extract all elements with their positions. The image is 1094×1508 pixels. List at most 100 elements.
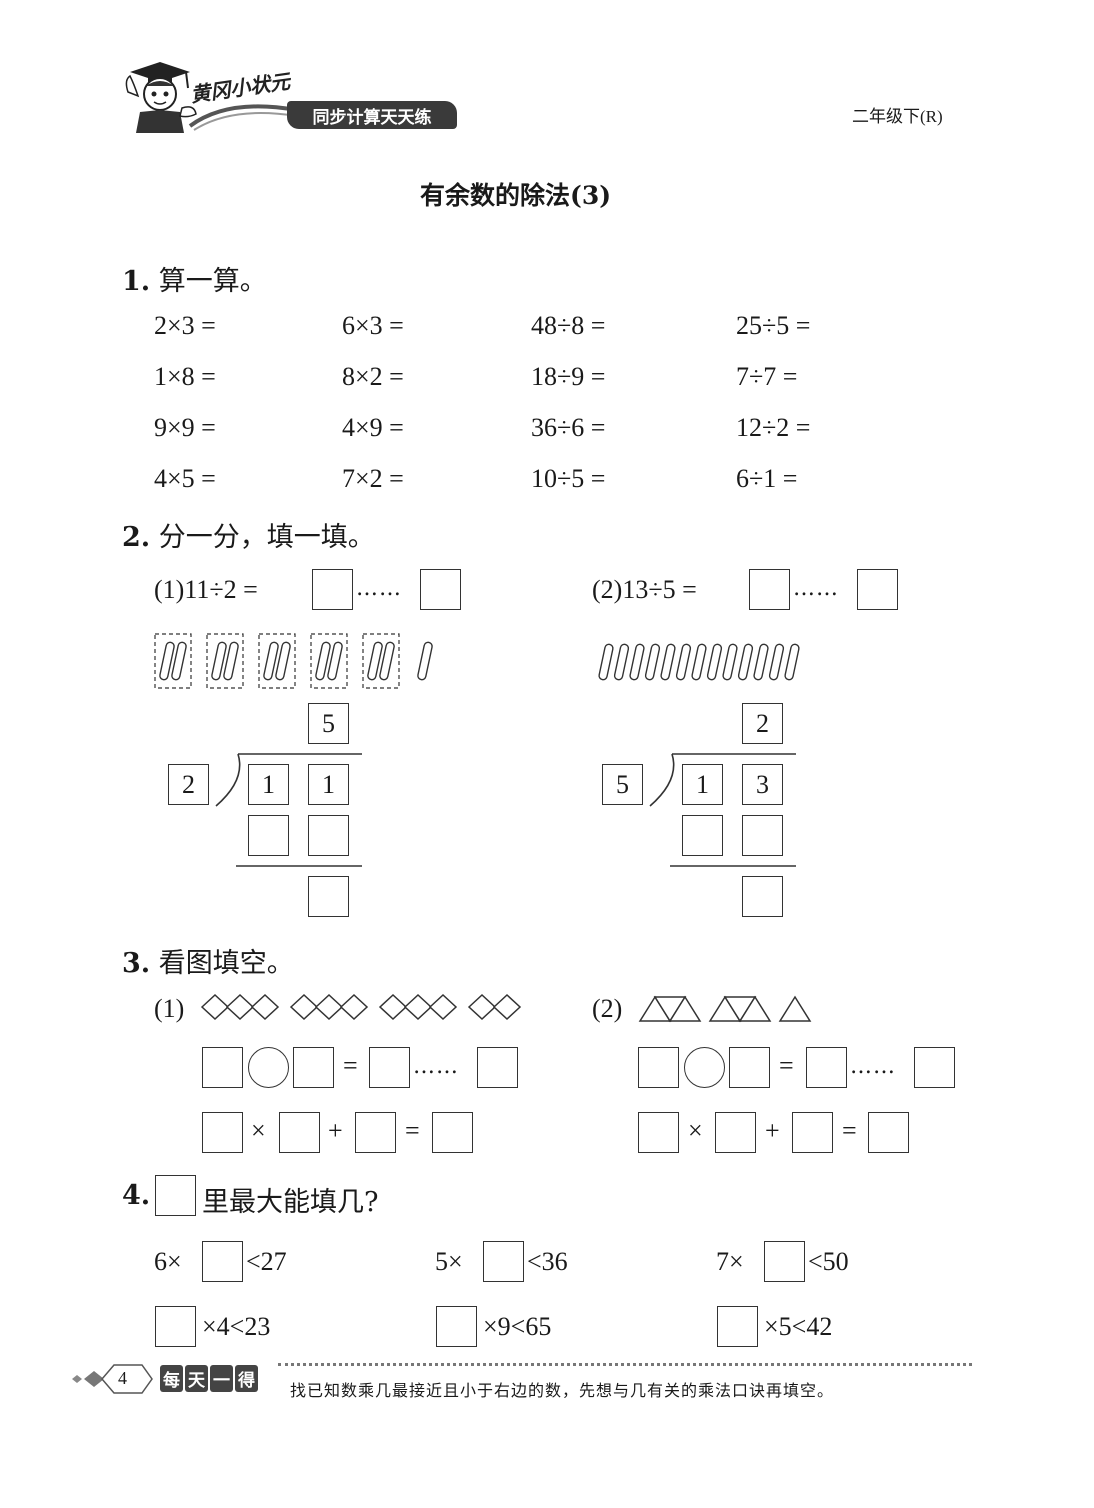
stick (644, 643, 661, 681)
q3-part2-check-factor2[interactable] (715, 1112, 756, 1153)
q2-part1-product-ones[interactable] (308, 815, 349, 856)
diamond-shape (378, 993, 408, 1021)
q2-part1-expression: (1)11÷2 = (154, 575, 258, 604)
footer-dotted-line (278, 1363, 972, 1366)
q3-part1-remainder-box[interactable] (477, 1047, 518, 1088)
q2-part2-remainder-digit[interactable] (742, 876, 783, 917)
diamond-shape (492, 993, 522, 1021)
q3-part2-quotient-box[interactable] (806, 1047, 847, 1088)
q2-text: 分一分，填一填。 (158, 522, 375, 553)
page-number: 4 (118, 1368, 127, 1388)
q3-part1-label: (1) (154, 994, 185, 1023)
stick-group-box (258, 633, 296, 689)
q4-r1c2-box[interactable] (483, 1241, 524, 1282)
q4-r2c2-box[interactable] (436, 1306, 477, 1347)
tip-label-char-1: 每 (160, 1365, 183, 1392)
diamond-shape (467, 993, 497, 1021)
stick (768, 643, 785, 681)
logo-banner-text: 同步计算天天练 (312, 107, 432, 128)
q3-part2-operator-circle[interactable] (684, 1047, 725, 1088)
diamond-shape (403, 993, 433, 1021)
page-number-ornament (72, 1364, 153, 1394)
q3-part1-divisor-box[interactable] (293, 1047, 334, 1088)
q4-r1c3-pre: 7× (716, 1247, 744, 1276)
q3-part1-operator-circle[interactable] (248, 1047, 289, 1088)
q2-part2-dividend-ones: 3 (742, 764, 783, 805)
q2-part2-division-bracket (649, 753, 796, 867)
q3-part2-divisor-box[interactable] (729, 1047, 770, 1088)
stick (598, 643, 614, 681)
q3-part1-check-equals: = (405, 1116, 420, 1145)
q2-part2-quotient-box[interactable] (749, 569, 790, 610)
q2-part1-dividend-tens: 1 (248, 764, 289, 805)
tip-label-char-3: 一 (210, 1365, 233, 1392)
diamond-shape (200, 993, 230, 1021)
stick (211, 641, 227, 681)
q3-part1-check-remainder[interactable] (355, 1112, 396, 1153)
q2-part1-divisor: 2 (168, 764, 209, 805)
diamond-shape (339, 993, 369, 1021)
triangle-shape (778, 995, 812, 1022)
q3-number: 3. (122, 948, 151, 979)
q2-part1-product-tens[interactable] (248, 815, 289, 856)
diamond-shape (314, 993, 344, 1021)
stick-group-box (154, 633, 192, 689)
q2-part2-dividend-tens: 1 (682, 764, 723, 805)
q1-item: 4×5 = (154, 464, 216, 493)
q4-r1c1-box[interactable] (202, 1241, 243, 1282)
q4-number: 4. (122, 1180, 150, 1211)
q2-part2-quotient-digit: 2 (742, 703, 783, 744)
q4-r1c2-pre: 5× (435, 1247, 463, 1276)
q4-r1c2-post: <36 (527, 1247, 568, 1276)
q4-r1c3-post: <50 (808, 1247, 849, 1276)
q4-r1c3-box[interactable] (764, 1241, 805, 1282)
q2-part2-sticks (598, 643, 800, 681)
q4-number-text: 4. (122, 1180, 151, 1211)
q2-number: 2. (122, 522, 151, 553)
q3-part2-dots: …… (850, 1054, 896, 1079)
q2-part1-quotient-box[interactable] (312, 569, 353, 610)
header: 黄冈小状元 同步计算天天练 二年级下(R) (0, 0, 1094, 150)
stick (171, 641, 187, 681)
q3-part2-dividend-box[interactable] (638, 1047, 679, 1088)
stick (379, 641, 395, 681)
q3-part2-remainder-box[interactable] (914, 1047, 955, 1088)
stick (263, 641, 279, 681)
triangle-shape (668, 995, 702, 1022)
stick (722, 643, 738, 681)
q2-part2-remainder-box[interactable] (857, 569, 898, 610)
q4-r2c3-box[interactable] (717, 1306, 758, 1347)
q1-heading: 1. 算一算。 (122, 259, 267, 298)
q1-item: 18÷9 = (531, 362, 606, 391)
logo-banner: 同步计算天天练 (287, 101, 457, 129)
q4-text: 里最大能填几? (202, 1187, 379, 1218)
q2-part1-remainder-digit[interactable] (308, 876, 349, 917)
q3-part2-check-result[interactable] (868, 1112, 909, 1153)
stick-group-box (310, 633, 348, 689)
q2-part1-sticks (154, 633, 433, 689)
q2-part2-dots: …… (793, 576, 839, 601)
tip-text: 找已知数乘几最接近且小于右边的数，先想与几有关的乘法口诀再填空。 (290, 1381, 835, 1400)
q3-part1-quotient-box[interactable] (369, 1047, 410, 1088)
logo-swoosh (188, 104, 297, 131)
q2-part1-dividend-ones: 1 (308, 764, 349, 805)
q3-part2-check-factor1[interactable] (638, 1112, 679, 1153)
q1-item: 8×2 = (342, 362, 404, 391)
q2-part2-product-ones[interactable] (742, 815, 783, 856)
q3-part1-check-factor2[interactable] (279, 1112, 320, 1153)
q2-part2-expression: (2)13÷5 = (592, 575, 697, 604)
q3-part2-check-remainder[interactable] (792, 1112, 833, 1153)
q2-part1-remainder-box[interactable] (420, 569, 461, 610)
q4-r1c1-post: <27 (246, 1247, 287, 1276)
tip-label-char-2: 天 (185, 1365, 208, 1392)
q3-part1-dividend-box[interactable] (202, 1047, 243, 1088)
stick (675, 643, 692, 681)
q1-item: 48÷8 = (531, 311, 606, 340)
q3-part1-check-result[interactable] (432, 1112, 473, 1153)
stick (275, 641, 291, 681)
q3-heading: 3. 看图填空。 (122, 941, 294, 980)
q3-part1-check-factor1[interactable] (202, 1112, 243, 1153)
q2-part2-product-tens[interactable] (682, 815, 723, 856)
q4-r2c1-box[interactable] (155, 1306, 196, 1347)
stick (691, 643, 707, 681)
